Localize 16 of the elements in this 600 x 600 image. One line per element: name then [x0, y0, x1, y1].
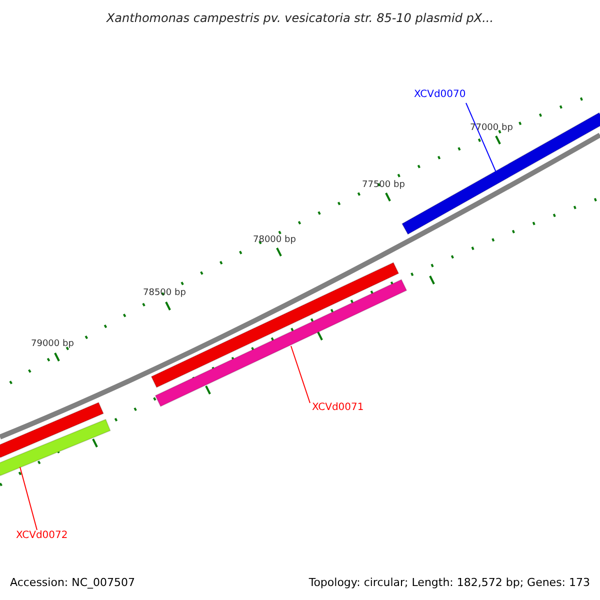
- tick-label: 78500 bp: [143, 289, 186, 298]
- tick-label: 79000 bp: [31, 340, 74, 349]
- title: Xanthomonas campestris pv. vesicatoria str. 85-10 plasmid pX...: [105, 12, 495, 24]
- gene-bar: [0, 418, 111, 476]
- gene-label: XCVd0072: [16, 531, 68, 541]
- leader-line: [20, 466, 38, 530]
- gene-label: XCVd0070: [414, 90, 466, 100]
- gene-label: XCVd0071: [312, 403, 364, 413]
- leader-line: [290, 346, 310, 404]
- genome-backbone: [0, 132, 600, 440]
- accession-text: Accession: NC_007507: [10, 577, 136, 588]
- gene-bar: [0, 402, 104, 458]
- tick-label: 77500 bp: [362, 181, 405, 190]
- genome-info-text: Topology: circular; Length: 182,572 bp; Genes: 173: [308, 577, 590, 588]
- leader-line: [466, 102, 496, 172]
- tick-label: 78000 bp: [253, 236, 296, 245]
